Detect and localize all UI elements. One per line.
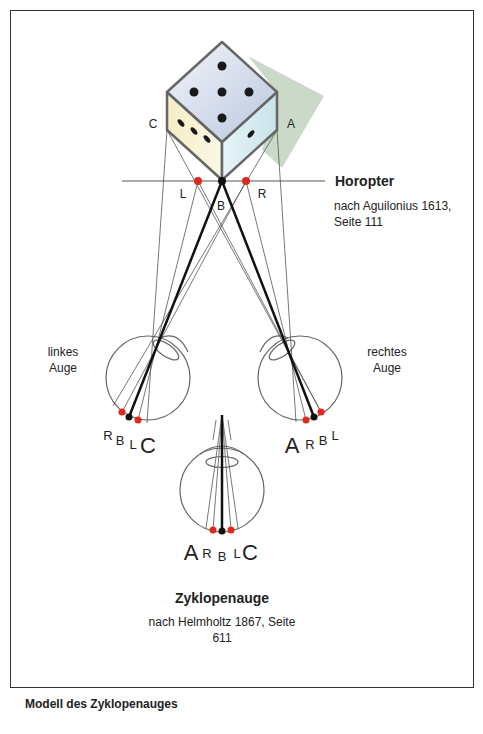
eye-label: rechtes Auge (357, 345, 417, 376)
source-note: nach Aguilonius 1613, Seite 111 (334, 199, 452, 230)
retina-letter: C (242, 539, 258, 568)
rays (113, 130, 321, 530)
retina-letter: R (305, 437, 314, 454)
heading-label: Zyklopenauge (175, 589, 269, 607)
heading-label: Horopter (335, 172, 394, 190)
die-pips (176, 62, 255, 144)
retina-letter: A (285, 432, 300, 461)
caption: Modell des Zyklopenauges (25, 697, 178, 713)
point-label: L (180, 187, 187, 203)
eyes (106, 336, 342, 532)
points (119, 177, 325, 535)
retina-letter: B (319, 433, 328, 450)
retina-letter: R (103, 428, 112, 445)
retina-letter: L (233, 546, 240, 563)
eye-label: linkes Auge (33, 345, 93, 376)
retina-letter: A (184, 539, 199, 568)
retina-letter: R (202, 546, 211, 563)
frame (11, 11, 474, 688)
source-note: nach Helmholtz 1867, Seite 611 (147, 615, 297, 646)
retina-letter: L (331, 428, 338, 445)
retina-letter: C (140, 432, 156, 461)
die (167, 42, 277, 180)
point-label: B (217, 199, 225, 215)
retina-letter: B (218, 549, 227, 566)
fixation-lines (129, 181, 314, 531)
point-label: R (258, 187, 267, 203)
retina-letter: B (116, 433, 125, 450)
corner-label: C (149, 117, 158, 133)
retina-letter: L (129, 437, 136, 454)
corner-label: A (287, 117, 295, 133)
